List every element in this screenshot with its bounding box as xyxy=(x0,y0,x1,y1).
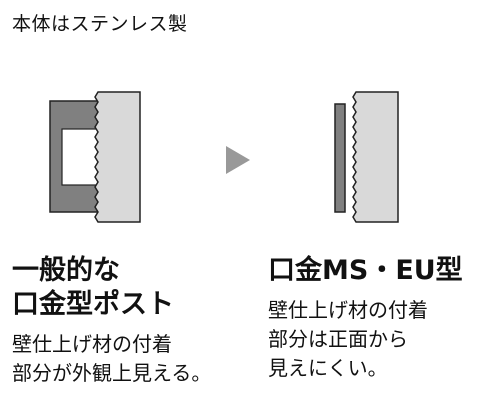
right-wall-body xyxy=(352,91,399,223)
diagram-ms-eu-post xyxy=(334,91,399,223)
ms-eu-desc-2: 部分は正面から xyxy=(268,327,408,351)
diagram-typical-post xyxy=(49,91,141,223)
right-flange xyxy=(334,103,346,213)
ms-eu-desc-3: 見えにくい。 xyxy=(268,356,388,380)
ms-eu-title: 口金MS・EU型 xyxy=(268,255,463,286)
typical-post-desc-1: 壁仕上げ材の付着 xyxy=(12,332,172,356)
typical-post-title-1: 一般的な xyxy=(12,255,120,286)
typical-post-title-2: 口金型ポスト xyxy=(12,289,174,320)
typical-post-desc-2: 部分が外観上見える。 xyxy=(12,361,212,385)
left-wall-body xyxy=(94,91,141,223)
header-title: 本体はステンレス製 xyxy=(12,13,188,35)
ms-eu-desc-1: 壁仕上げ材の付着 xyxy=(268,298,428,322)
ms-eu-caption: 口金MS・EU型 壁仕上げ材の付着 部分は正面から 見えにくい。 xyxy=(268,254,463,383)
arrow-icon xyxy=(226,146,250,174)
typical-post-caption: 一般的な 口金型ポスト 壁仕上げ材の付着 部分が外観上見える。 xyxy=(12,254,211,388)
